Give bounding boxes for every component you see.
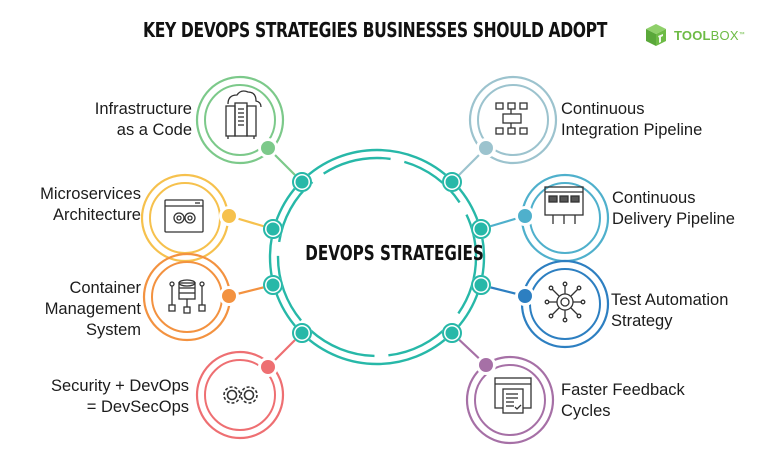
label-micro: Microservices Architecture bbox=[40, 184, 141, 226]
bug-network-icon bbox=[544, 281, 586, 323]
label-line: Integration Pipeline bbox=[561, 121, 703, 139]
badge-feedback bbox=[465, 355, 555, 445]
label-cd: Continuous Delivery Pipeline bbox=[612, 188, 735, 230]
logo-trademark: ™ bbox=[738, 32, 745, 38]
label-line: Cycles bbox=[561, 402, 611, 420]
badge-micro bbox=[140, 173, 239, 263]
pipeline-browser-icon bbox=[544, 186, 584, 224]
label-line: Container bbox=[69, 279, 141, 297]
label-line: Infrastructure bbox=[94, 100, 192, 118]
badge-cd bbox=[515, 173, 610, 263]
label-container: Container Management System bbox=[45, 278, 141, 341]
logo-text-bold: TOOL bbox=[674, 27, 711, 43]
badge-test bbox=[515, 259, 610, 349]
browser-gears-icon bbox=[164, 199, 204, 233]
label-iac: Infrastructure as a Code bbox=[95, 99, 192, 141]
central-ring bbox=[268, 148, 486, 366]
badge-ci bbox=[468, 75, 558, 165]
center-title: DEVOPS STRATEGIES bbox=[277, 241, 484, 265]
label-line: Architecture bbox=[52, 206, 141, 224]
infinity-gears-icon bbox=[223, 386, 258, 404]
label-line: = DevSecOps bbox=[86, 398, 189, 416]
central-ring-nodes bbox=[263, 172, 491, 343]
label-line: Strategy bbox=[611, 312, 673, 330]
label-line: System bbox=[85, 321, 141, 339]
cube-logo-icon bbox=[646, 24, 666, 46]
label-line: Faster Feedback bbox=[561, 381, 685, 399]
label-feedback: Faster Feedback Cycles bbox=[561, 380, 685, 422]
label-line: Management bbox=[44, 300, 141, 318]
label-line: Delivery Pipeline bbox=[612, 210, 735, 228]
logo-text-light: BOX bbox=[710, 27, 739, 43]
report-checklist-icon bbox=[494, 377, 532, 414]
badge-iac bbox=[195, 75, 285, 165]
label-test: Test Automation Strategy bbox=[611, 290, 728, 332]
database-network-icon bbox=[168, 279, 206, 314]
badge-devsecops bbox=[195, 350, 285, 440]
label-line: Test Automation bbox=[611, 291, 729, 309]
label-line: Microservices bbox=[40, 185, 141, 203]
label-line: Continuous bbox=[612, 189, 696, 207]
cloud-server-icon bbox=[225, 90, 262, 139]
flowchart-icon bbox=[495, 102, 528, 135]
label-line: Continuous bbox=[561, 100, 645, 118]
label-line: as a Code bbox=[116, 121, 192, 139]
center-title-text: DEVOPS STRATEGIES bbox=[305, 241, 484, 265]
label-ci: Continuous Integration Pipeline bbox=[561, 99, 702, 141]
label-devsecops: Security + DevOps = DevSecOps bbox=[51, 376, 189, 418]
label-line: Security + DevOps bbox=[50, 377, 189, 395]
badge-container bbox=[142, 252, 239, 342]
